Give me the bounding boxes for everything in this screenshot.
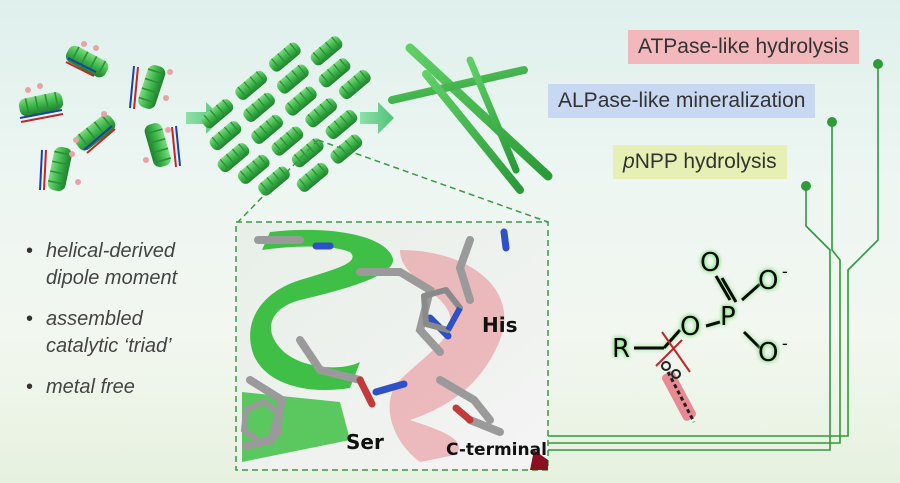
feature-item: • assembled catalytic ‘triad’ [24,306,224,360]
feature-text: assembled catalytic ‘triad’ [46,308,172,357]
alpase-label-text: ALPase-like mineralization [558,89,806,112]
helix-unit [135,62,168,112]
assembly-arrow-2 [360,102,394,134]
atom-r: R [612,334,631,364]
bullet-dot-icon: • [26,308,34,330]
zoom-inset [237,223,548,470]
c-terminal-helix [389,250,505,462]
atom-o-bridge: O [680,312,701,342]
charge-right: - [782,262,788,281]
atpase-label: ATPase-like hydrolysis [628,30,859,64]
phosphate-ester-bonds [634,275,762,350]
atpase-label-text: ATPase-like hydrolysis [638,35,849,58]
connector-endpoints [801,59,883,191]
helix-unit [45,144,74,194]
feature-text: metal free [46,376,135,398]
atom-p: P [720,302,736,332]
atom-o-right: O [758,266,779,296]
zoom-inset-frame [235,221,549,471]
residue-label-cterminal: C-terminal [446,440,547,460]
charge-bottom: - [782,334,788,353]
side-chain-sticks [242,236,504,450]
bullet-dot-icon: • [26,376,34,398]
helix-unit [62,42,112,81]
zoom-guides [235,139,549,471]
pnpp-label-italic: p [623,150,635,173]
residue-label-his: His [482,313,518,337]
feature-list: • helical-derived dipole moment • assemb… [24,238,224,415]
pnpp-label: pNPP hydrolysis [613,145,787,179]
pnpp-label-text: NPP hydrolysis [634,150,777,173]
atom-o-top: O [700,248,721,278]
fiber [422,70,524,194]
scissors-icon [655,331,696,423]
bullet-dot-icon: • [26,240,34,262]
feature-text: helical-derived dipole moment [46,240,178,289]
feature-item: • helical-derived dipole moment [24,238,224,292]
atom-o-bottom: O [758,338,779,368]
alpase-label: ALPase-like mineralization [548,84,816,118]
stage-monomers [16,41,181,194]
fiber [405,43,553,181]
stage-fibers [388,43,556,194]
aromatic-ring [240,398,284,446]
feature-item: • metal free [24,374,224,401]
connector-lines [548,64,879,451]
side-chain-balls [25,41,173,185]
fiber [388,66,528,104]
dipole-marks [19,57,181,191]
residue-label-ser: Ser [346,430,384,454]
fiber [466,56,520,174]
